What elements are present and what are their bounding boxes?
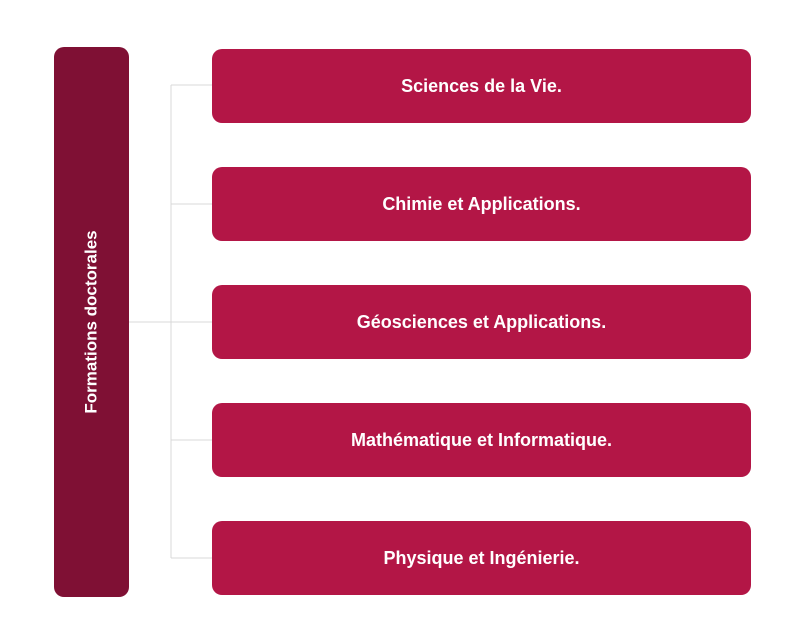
- child-node-mathematique-et-informatique: Mathématique et Informatique.: [212, 403, 751, 477]
- child-node-sciences-de-la-vie: Sciences de la Vie.: [212, 49, 751, 123]
- child-node-chimie-et-applications: Chimie et Applications.: [212, 167, 751, 241]
- child-node-geosciences-et-applications: Géosciences et Applications.: [212, 285, 751, 359]
- child-node-label: Géosciences et Applications.: [356, 311, 607, 332]
- child-node-label: Physique et Ingénierie.: [383, 547, 580, 568]
- root-node-label: Formations doctorales: [81, 230, 101, 414]
- child-node-label: Sciences de la Vie.: [401, 75, 562, 96]
- child-node-label: Mathématique et Informatique.: [350, 429, 613, 450]
- child-node-label: Chimie et Applications.: [382, 193, 581, 214]
- child-node-physique-et-ingenierie: Physique et Ingénierie.: [212, 521, 751, 595]
- root-node: Formations doctorales: [54, 47, 129, 597]
